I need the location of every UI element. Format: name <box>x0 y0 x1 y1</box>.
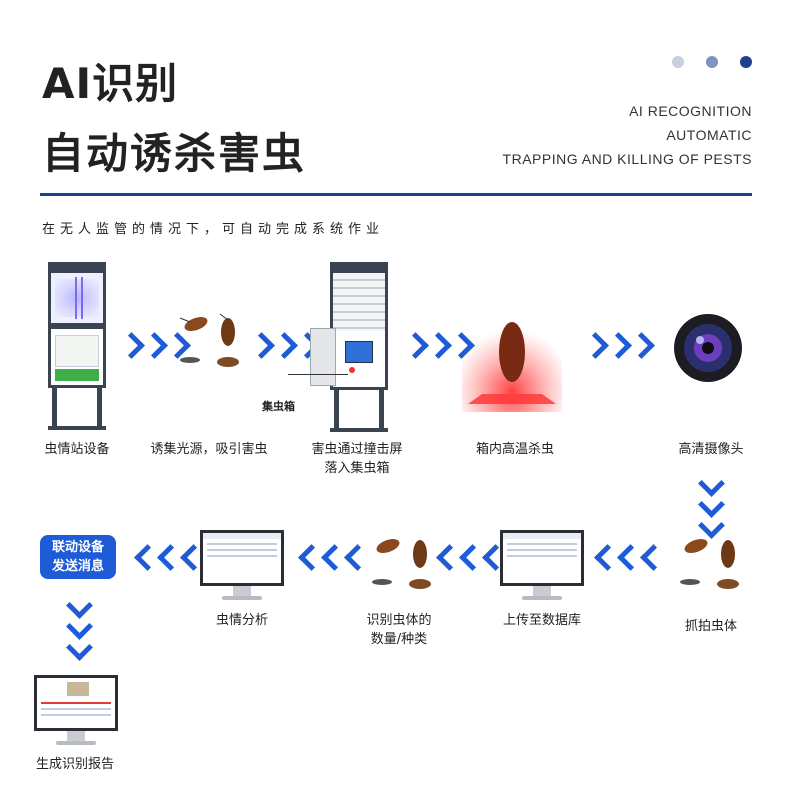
captured-insects-image <box>676 532 746 598</box>
label-station-device: 虫情站设备 <box>44 442 110 457</box>
dot-medium <box>706 56 718 68</box>
title-line-1: AI识别 <box>42 59 179 108</box>
label-identify: 识别虫体的 数量/种类 <box>334 611 464 649</box>
collector-door <box>310 328 336 386</box>
english-title-line-2: AUTOMATIC <box>666 127 752 143</box>
arrow-left-1 <box>594 544 667 571</box>
report-monitor <box>34 675 118 745</box>
arrow-left-2 <box>436 544 509 571</box>
identified-insects-image <box>368 532 438 598</box>
label-analysis: 虫情分析 <box>215 613 268 628</box>
decorative-dots <box>672 56 752 68</box>
header-divider <box>40 193 752 196</box>
label-report: 生成识别报告 <box>35 757 114 772</box>
arrow-left-4 <box>134 544 207 571</box>
label-identify-line-2: 数量/种类 <box>370 632 428 647</box>
device-panel <box>51 329 103 385</box>
arrow-down-1 <box>698 470 725 539</box>
collector-pointer <box>288 374 348 375</box>
linkage-badge: 联动设备 发送消息 <box>40 535 116 579</box>
subtitle: 在无人监管的情况下，可自动完成系统作业 <box>42 222 385 237</box>
light-panel <box>51 273 103 323</box>
arrow-down-2 <box>66 592 93 661</box>
analysis-monitor <box>200 530 284 600</box>
label-collector-line-2: 落入集虫箱 <box>324 461 390 476</box>
label-upload: 上传至数据库 <box>502 613 581 628</box>
pest-station-device <box>48 262 106 430</box>
label-collector-line-1: 害虫通过撞击屏 <box>311 442 403 457</box>
insects-image <box>176 310 246 376</box>
english-title-line-3: TRAPPING AND KILLING OF PESTS <box>502 151 752 167</box>
label-heat-kill: 箱内高温杀虫 <box>475 442 554 457</box>
device-with-collector <box>330 262 388 432</box>
label-camera: 高清摄像头 <box>678 442 744 457</box>
arrow-left-3 <box>298 544 371 571</box>
title-line-2: 自动诱杀害虫 <box>42 129 307 178</box>
label-collector-step: 害虫通过撞击屏 落入集虫箱 <box>292 440 422 478</box>
dot-dark <box>740 56 752 68</box>
badge-line-1: 联动设备 <box>51 540 104 555</box>
collector-label: 集虫箱 <box>262 400 295 413</box>
label-light-attraction: 诱集光源，吸引害虫 <box>150 442 268 457</box>
english-title-line-1: AI RECOGNITION <box>629 103 752 119</box>
dot-light <box>672 56 684 68</box>
label-capture: 抓拍虫体 <box>684 619 737 634</box>
heat-kill-image <box>462 308 562 416</box>
database-monitor <box>500 530 584 600</box>
badge-line-2: 发送消息 <box>51 559 104 574</box>
label-identify-line-1: 识别虫体的 <box>366 613 432 628</box>
camera-icon <box>672 312 744 388</box>
arrow-right-4 <box>582 332 655 359</box>
